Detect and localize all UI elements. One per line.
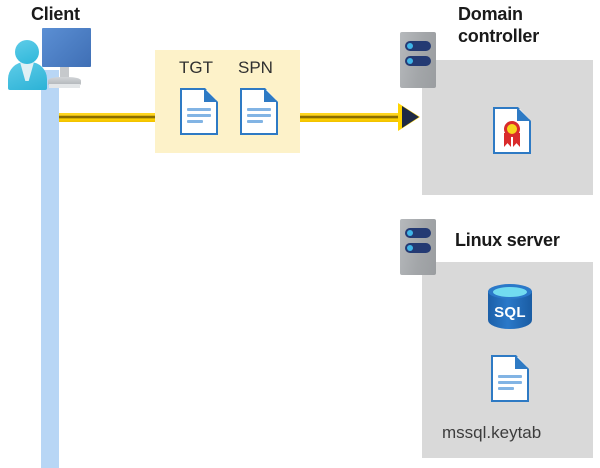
message-payload-box (155, 50, 300, 153)
sql-cylinder-top-inner (493, 287, 527, 297)
certificate-document-icon (493, 107, 531, 154)
client-icon (7, 26, 93, 90)
keytab-document-icon (491, 355, 529, 402)
server-bay (405, 243, 431, 253)
document-text-line (247, 108, 271, 111)
server-led-icon (407, 230, 413, 236)
document-text-line (247, 120, 263, 123)
server-led-icon (407, 245, 413, 251)
domain-controller-server-icon (400, 32, 436, 88)
monitor-neck-icon (60, 67, 69, 79)
domain-controller-title: Domain controller (458, 4, 540, 46)
document-body (240, 88, 278, 135)
server-bay (405, 228, 431, 238)
server-bay (405, 56, 431, 66)
certificate-seal-icon (504, 121, 520, 137)
right-arrow-icon-fill (402, 106, 419, 128)
server-led-icon (407, 43, 413, 49)
server-bay (405, 41, 431, 51)
certificate-ribbon-right (513, 133, 520, 147)
document-text-line (187, 114, 211, 117)
linux-server-server-icon (400, 219, 436, 275)
flow-arrow-segment-right (300, 113, 406, 122)
flow-arrow-segment-left (59, 113, 155, 122)
keytab-filename-label: mssql.keytab (442, 423, 542, 442)
monitor-base-icon (48, 77, 81, 86)
client-title: Client (31, 4, 80, 24)
document-text-line (247, 114, 271, 117)
tgt-label: TGT (179, 58, 213, 77)
linux-server-title: Linux server (455, 230, 560, 250)
document-text-line (498, 375, 522, 378)
document-text-line (187, 108, 211, 111)
sql-cylinder-top (488, 284, 532, 299)
certificate-ribbon-left (504, 133, 511, 147)
person-head-icon (15, 40, 39, 64)
document-body (491, 355, 529, 402)
spn-document-icon (240, 88, 278, 135)
tgt-document-icon (180, 88, 218, 135)
monitor-base-shadow-icon (49, 84, 80, 88)
sql-database-icon: SQL (488, 284, 532, 334)
monitor-screen-icon (42, 28, 91, 67)
sql-label: SQL (494, 304, 526, 321)
server-led-icon (407, 58, 413, 64)
document-text-line (498, 387, 514, 390)
document-text-line (187, 120, 203, 123)
document-body (180, 88, 218, 135)
document-text-line (498, 381, 522, 384)
spn-label: SPN (238, 58, 273, 77)
client-lifeline-bar (41, 70, 59, 468)
